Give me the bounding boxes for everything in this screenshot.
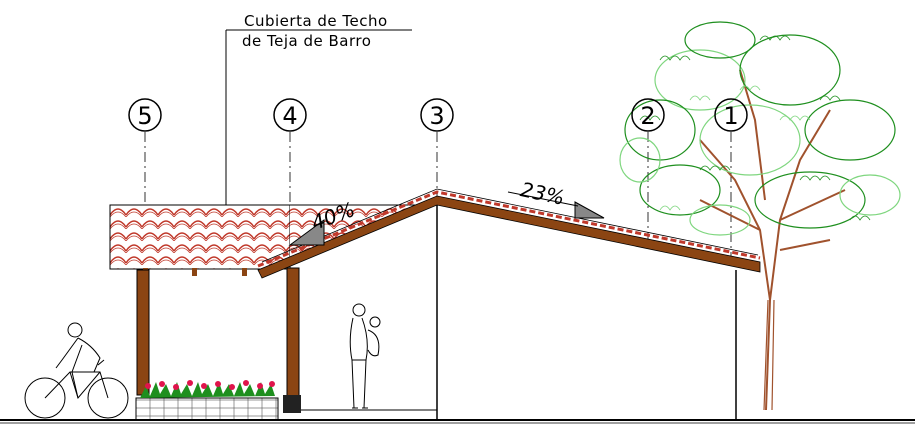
axis-label-4: 4 bbox=[282, 102, 297, 130]
axis-lines bbox=[144, 132, 732, 410]
axis-label-3: 3 bbox=[429, 102, 444, 130]
slope-right: 23% bbox=[507, 177, 605, 219]
roof-annotation: Cubierta de Techo de Teja de Barro bbox=[225, 12, 412, 205]
axis-label-2: 2 bbox=[640, 102, 655, 130]
planter bbox=[135, 380, 279, 421]
annotation-line-1: Cubierta de Techo bbox=[244, 12, 388, 30]
axis-bubble-4: 4 bbox=[273, 98, 307, 132]
axis-bubble-5: 5 bbox=[128, 98, 162, 132]
tree bbox=[619, 21, 901, 411]
axis-label-1: 1 bbox=[723, 102, 738, 130]
person-figure bbox=[349, 303, 381, 409]
slope-right-label: 23% bbox=[518, 177, 566, 210]
axis-bubble-3: 3 bbox=[420, 98, 454, 132]
wood-columns bbox=[136, 267, 301, 413]
walls bbox=[296, 205, 737, 420]
annotation-line-2: de Teja de Barro bbox=[242, 32, 371, 50]
axis-label-5: 5 bbox=[137, 102, 152, 130]
axis-bubble-2: 2 bbox=[631, 98, 665, 132]
axis-bubble-1: 1 bbox=[714, 98, 748, 132]
cyclist-figure bbox=[24, 322, 129, 419]
